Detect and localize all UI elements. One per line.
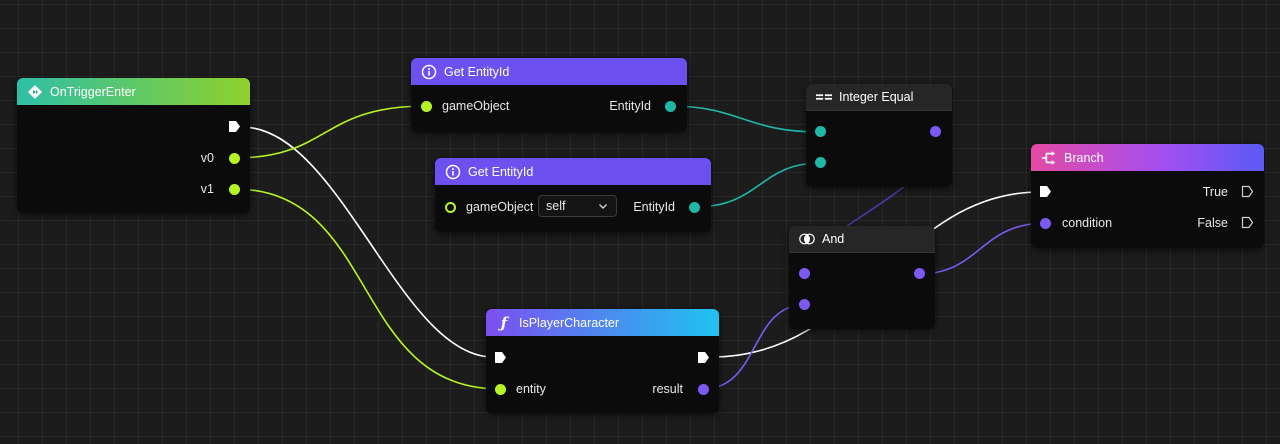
node-integer-equal[interactable]: Integer Equal xyxy=(806,84,952,187)
input-label-condition: condition xyxy=(1062,216,1113,230)
exec-out-pin[interactable] xyxy=(697,351,710,364)
node-title: And xyxy=(822,232,845,246)
output-label-false: False xyxy=(1197,216,1228,230)
output-label-result: result xyxy=(652,382,683,396)
input-pin-a[interactable] xyxy=(799,268,810,279)
node-get-entity-id-1[interactable]: Get EntityId gameObject EntityId xyxy=(411,58,687,132)
output-pin-entityid[interactable] xyxy=(689,202,700,213)
output-pin-result[interactable] xyxy=(914,268,925,279)
output-label-true: True xyxy=(1202,185,1228,199)
node-title: Get EntityId xyxy=(468,164,534,179)
node-branch[interactable]: Branch True condition False xyxy=(1031,144,1264,248)
input-pin-entity[interactable] xyxy=(495,384,506,395)
input-pin-gameobject[interactable] xyxy=(421,101,432,112)
input-label-gameobject: gameObject xyxy=(466,200,534,214)
exec-in-pin[interactable] xyxy=(1039,185,1052,198)
output-pin-v1[interactable] xyxy=(229,184,240,195)
node-is-player-character[interactable]: ƒ IsPlayerCharacter entity result xyxy=(486,309,719,413)
exec-out-true-pin[interactable] xyxy=(1241,185,1254,198)
output-pin-entityid[interactable] xyxy=(665,101,676,112)
node-header[interactable]: Get EntityId xyxy=(411,58,687,85)
node-and[interactable]: And xyxy=(789,226,935,329)
exec-out-false-pin[interactable] xyxy=(1241,216,1254,229)
output-pin-v0[interactable] xyxy=(229,153,240,164)
node-header[interactable]: Branch xyxy=(1031,144,1264,171)
node-on-trigger-enter[interactable]: OnTriggerEnter v0 v1 xyxy=(17,78,250,213)
node-title: Integer Equal xyxy=(839,90,914,104)
node-header[interactable]: And xyxy=(789,226,935,253)
wire-entityid-to-equal-b xyxy=(694,162,821,208)
node-header[interactable]: Get EntityId xyxy=(435,158,711,185)
node-header[interactable]: ƒ IsPlayerCharacter xyxy=(486,309,719,336)
output-pin-result[interactable] xyxy=(930,126,941,137)
node-title: IsPlayerCharacter xyxy=(519,315,620,330)
branch-icon xyxy=(1041,150,1057,166)
input-pin-condition[interactable] xyxy=(1040,218,1051,229)
input-pin-b[interactable] xyxy=(815,157,826,168)
info-icon xyxy=(421,64,437,80)
dropdown-value: self xyxy=(546,199,566,213)
input-pin-b[interactable] xyxy=(799,299,810,310)
equals-icon xyxy=(816,89,832,105)
output-label-v1: v1 xyxy=(200,182,214,196)
output-label-entityid: EntityId xyxy=(609,99,651,113)
wire-and-to-condition xyxy=(918,222,1047,275)
node-header[interactable]: OnTriggerEnter xyxy=(17,78,250,105)
input-pin-gameobject[interactable] xyxy=(445,202,456,213)
info-icon xyxy=(445,164,461,180)
wire-entityid-to-equal-a xyxy=(669,105,821,133)
exec-in-pin[interactable] xyxy=(494,351,507,364)
gameobject-dropdown[interactable]: self xyxy=(538,195,617,217)
output-pin-result[interactable] xyxy=(698,384,709,395)
function-icon: ƒ xyxy=(500,313,508,332)
input-label-entity: entity xyxy=(516,382,546,396)
chevron-down-icon xyxy=(599,204,607,209)
wire-v0-to-gameobject xyxy=(233,105,427,159)
node-title: Get EntityId xyxy=(444,64,510,79)
exec-out-pin[interactable] xyxy=(228,120,241,133)
input-label-gameobject: gameObject xyxy=(442,99,510,113)
node-get-entity-id-2[interactable]: Get EntityId gameObject self EntityId xyxy=(435,158,711,232)
node-title: Branch xyxy=(1064,150,1104,165)
node-header[interactable]: Integer Equal xyxy=(806,84,952,111)
output-label-entityid: EntityId xyxy=(633,200,675,214)
input-pin-a[interactable] xyxy=(815,126,826,137)
intersect-circles-icon xyxy=(799,231,815,247)
output-label-v0: v0 xyxy=(200,151,214,165)
node-title: OnTriggerEnter xyxy=(50,84,136,99)
event-diamond-icon xyxy=(27,84,43,100)
